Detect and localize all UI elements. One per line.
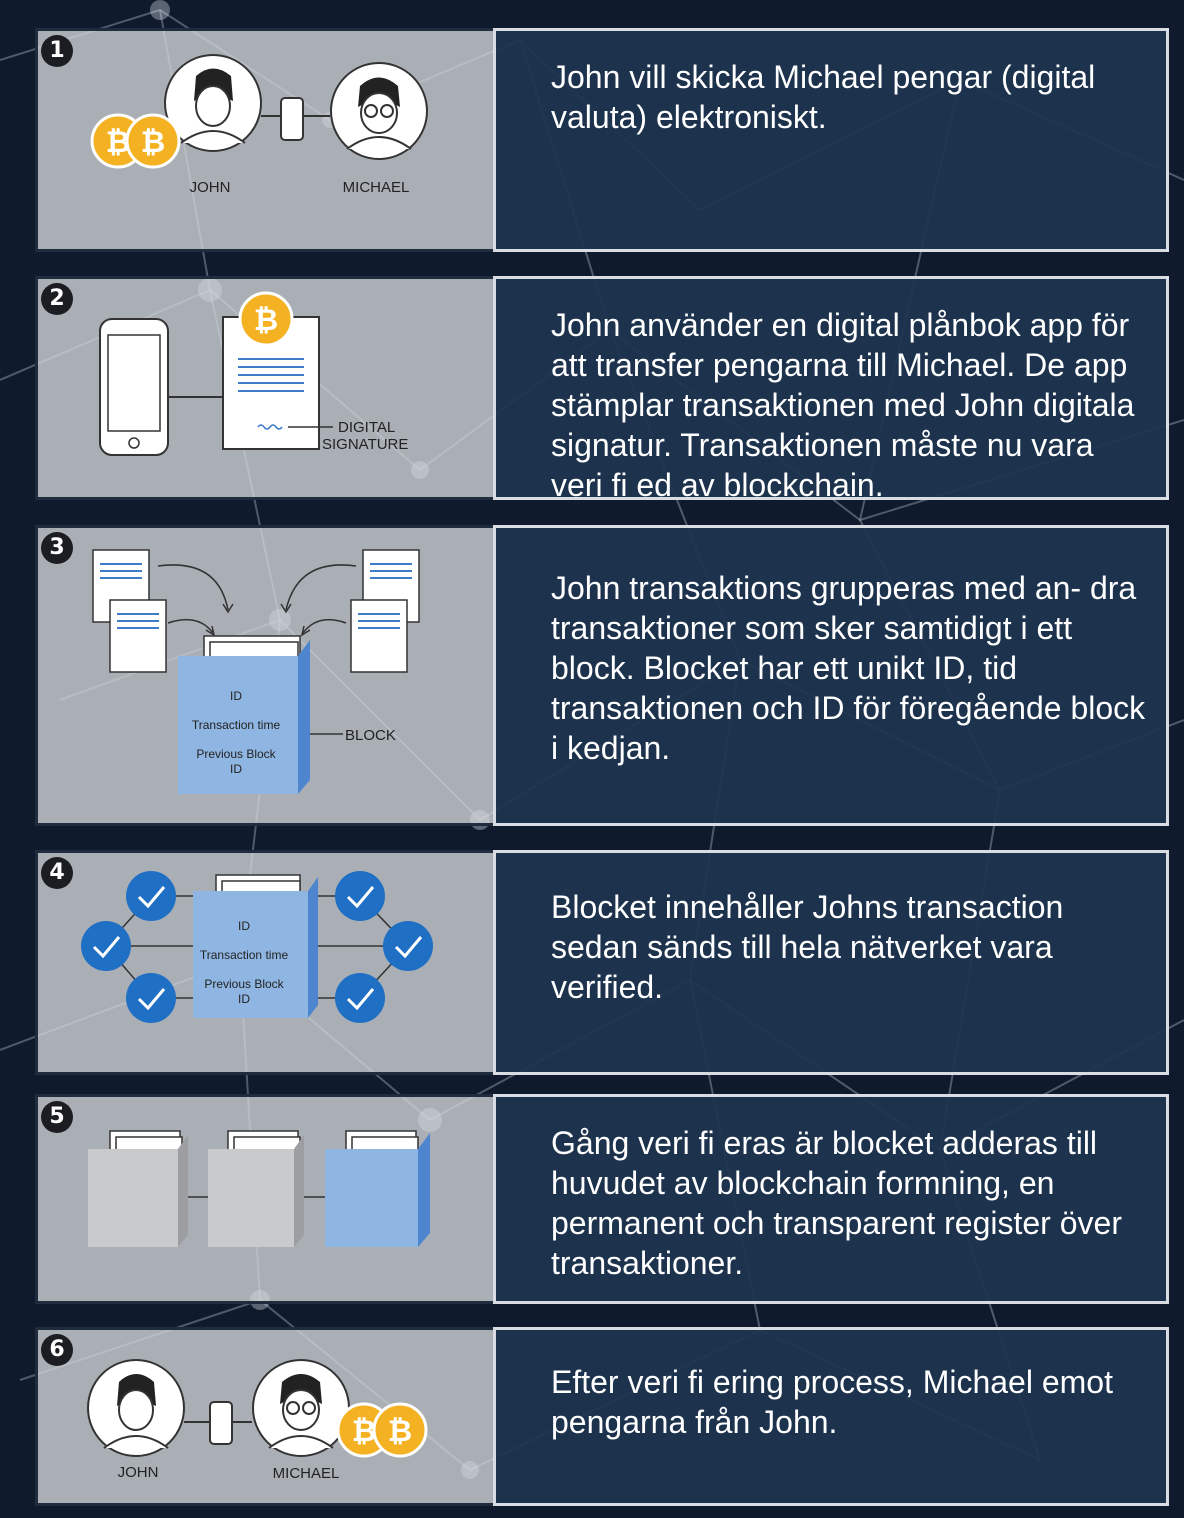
step-5-description-box: Gång veri fi eras är blocket adderas til…	[493, 1094, 1169, 1304]
step-5-panel: 5 Gång veri fi eras är blocket adderas t…	[35, 1094, 1169, 1304]
svg-text:₿: ₿	[388, 1414, 412, 1449]
block-previous-id-label-2: ID	[238, 992, 250, 1006]
step-4-panel: ID Transaction time Previous Block ID 4 …	[35, 850, 1169, 1075]
john-avatar	[87, 1359, 185, 1457]
john-avatar	[164, 54, 262, 152]
right-transaction-documents	[350, 549, 420, 673]
block-previous-id-label: Previous Block	[204, 977, 284, 991]
step-6-description-box: Efter veri fi ering process, Michael emo…	[493, 1327, 1169, 1506]
svg-text:₿: ₿	[141, 125, 165, 160]
grey-block-1	[88, 1130, 188, 1247]
smartphone-icon	[99, 318, 223, 456]
michael-avatar	[252, 1359, 350, 1457]
step-6-panel: ₿ ₿ JOHN MICHAEL 6 Efter veri fi ering p…	[35, 1327, 1169, 1506]
step-number: 3	[41, 532, 73, 564]
step-description: Efter veri fi ering process, Michael emo…	[551, 1364, 1113, 1440]
left-transaction-documents	[92, 549, 167, 673]
step-2-illustration: ₿ DIGITAL SIGNATURE 2	[35, 276, 493, 500]
block-previous-id-label-2: ID	[230, 762, 242, 776]
block-id-label: ID	[230, 689, 242, 703]
block-transaction-time-label: Transaction time	[200, 948, 289, 962]
block-transaction-time-label: Transaction time	[192, 718, 281, 732]
new-blue-block	[325, 1130, 430, 1247]
step-description: John använder en digital plånbok app för…	[551, 307, 1135, 503]
bitcoin-coin-icon: ₿	[238, 291, 294, 347]
block-previous-id-label: Previous Block	[196, 747, 276, 761]
step-number: 6	[41, 1334, 73, 1366]
bitcoin-coins-icon: ₿ ₿	[336, 1402, 428, 1458]
phone-icon	[184, 1401, 252, 1445]
step-3-illustration: ID Transaction time Previous Block ID BL…	[35, 525, 493, 826]
step-1-panel: ₿ ₿ JOHN MICHAEL 1 John vill skicka Mich…	[35, 28, 1169, 252]
block-icon	[178, 635, 310, 794]
step-description: John vill skicka Michael pengar (digital…	[551, 59, 1096, 135]
step-6-illustration: ₿ ₿ JOHN MICHAEL 6	[35, 1327, 493, 1506]
step-2-panel: ₿ DIGITAL SIGNATURE 2 John använder en d…	[35, 276, 1169, 503]
step-1-description-box: John vill skicka Michael pengar (digital…	[493, 28, 1169, 252]
step-description: Gång veri fi eras är blocket adderas til…	[551, 1125, 1122, 1281]
block-id-label: ID	[238, 919, 250, 933]
michael-label: MICHAEL	[273, 1465, 340, 1482]
bitcoin-coins-icon: ₿ ₿	[90, 113, 181, 169]
phone-icon	[261, 97, 330, 141]
svg-text:₿: ₿	[352, 1414, 376, 1449]
digital-signature-label: DIGITAL	[338, 419, 395, 436]
step-number: 1	[41, 35, 73, 67]
step-2-description-box: John använder en digital plånbok app för…	[493, 276, 1169, 503]
svg-text:₿: ₿	[254, 303, 278, 338]
arrows-into-block	[157, 564, 357, 637]
step-1-illustration: ₿ ₿ JOHN MICHAEL 1	[35, 28, 493, 252]
step-description: John transaktions grupperas med an- dra …	[551, 570, 1146, 766]
step-4-illustration: ID Transaction time Previous Block ID 4	[35, 850, 493, 1075]
step-3-description-box: John transaktions grupperas med an- dra …	[493, 525, 1169, 826]
step-4-description-box: Blocket innehåller Johns transaction sed…	[493, 850, 1169, 1075]
michael-avatar	[330, 62, 428, 160]
step-3-panel: ID Transaction time Previous Block ID BL…	[35, 525, 1169, 826]
john-label: JOHN	[118, 1464, 159, 1481]
step-description: Blocket innehåller Johns transaction sed…	[551, 889, 1064, 1005]
block-icon	[193, 874, 318, 1018]
step-number: 5	[41, 1101, 73, 1133]
john-label: JOHN	[190, 179, 231, 196]
block-label: BLOCK	[345, 727, 396, 744]
step-number: 4	[41, 857, 73, 889]
grey-block-2	[208, 1130, 304, 1247]
michael-label: MICHAEL	[343, 179, 410, 196]
verified-check-nodes	[81, 871, 433, 1023]
step-5-illustration: 5	[35, 1094, 493, 1304]
digital-signature-label-2: SIGNATURE	[322, 436, 408, 453]
step-number: 2	[41, 283, 73, 315]
